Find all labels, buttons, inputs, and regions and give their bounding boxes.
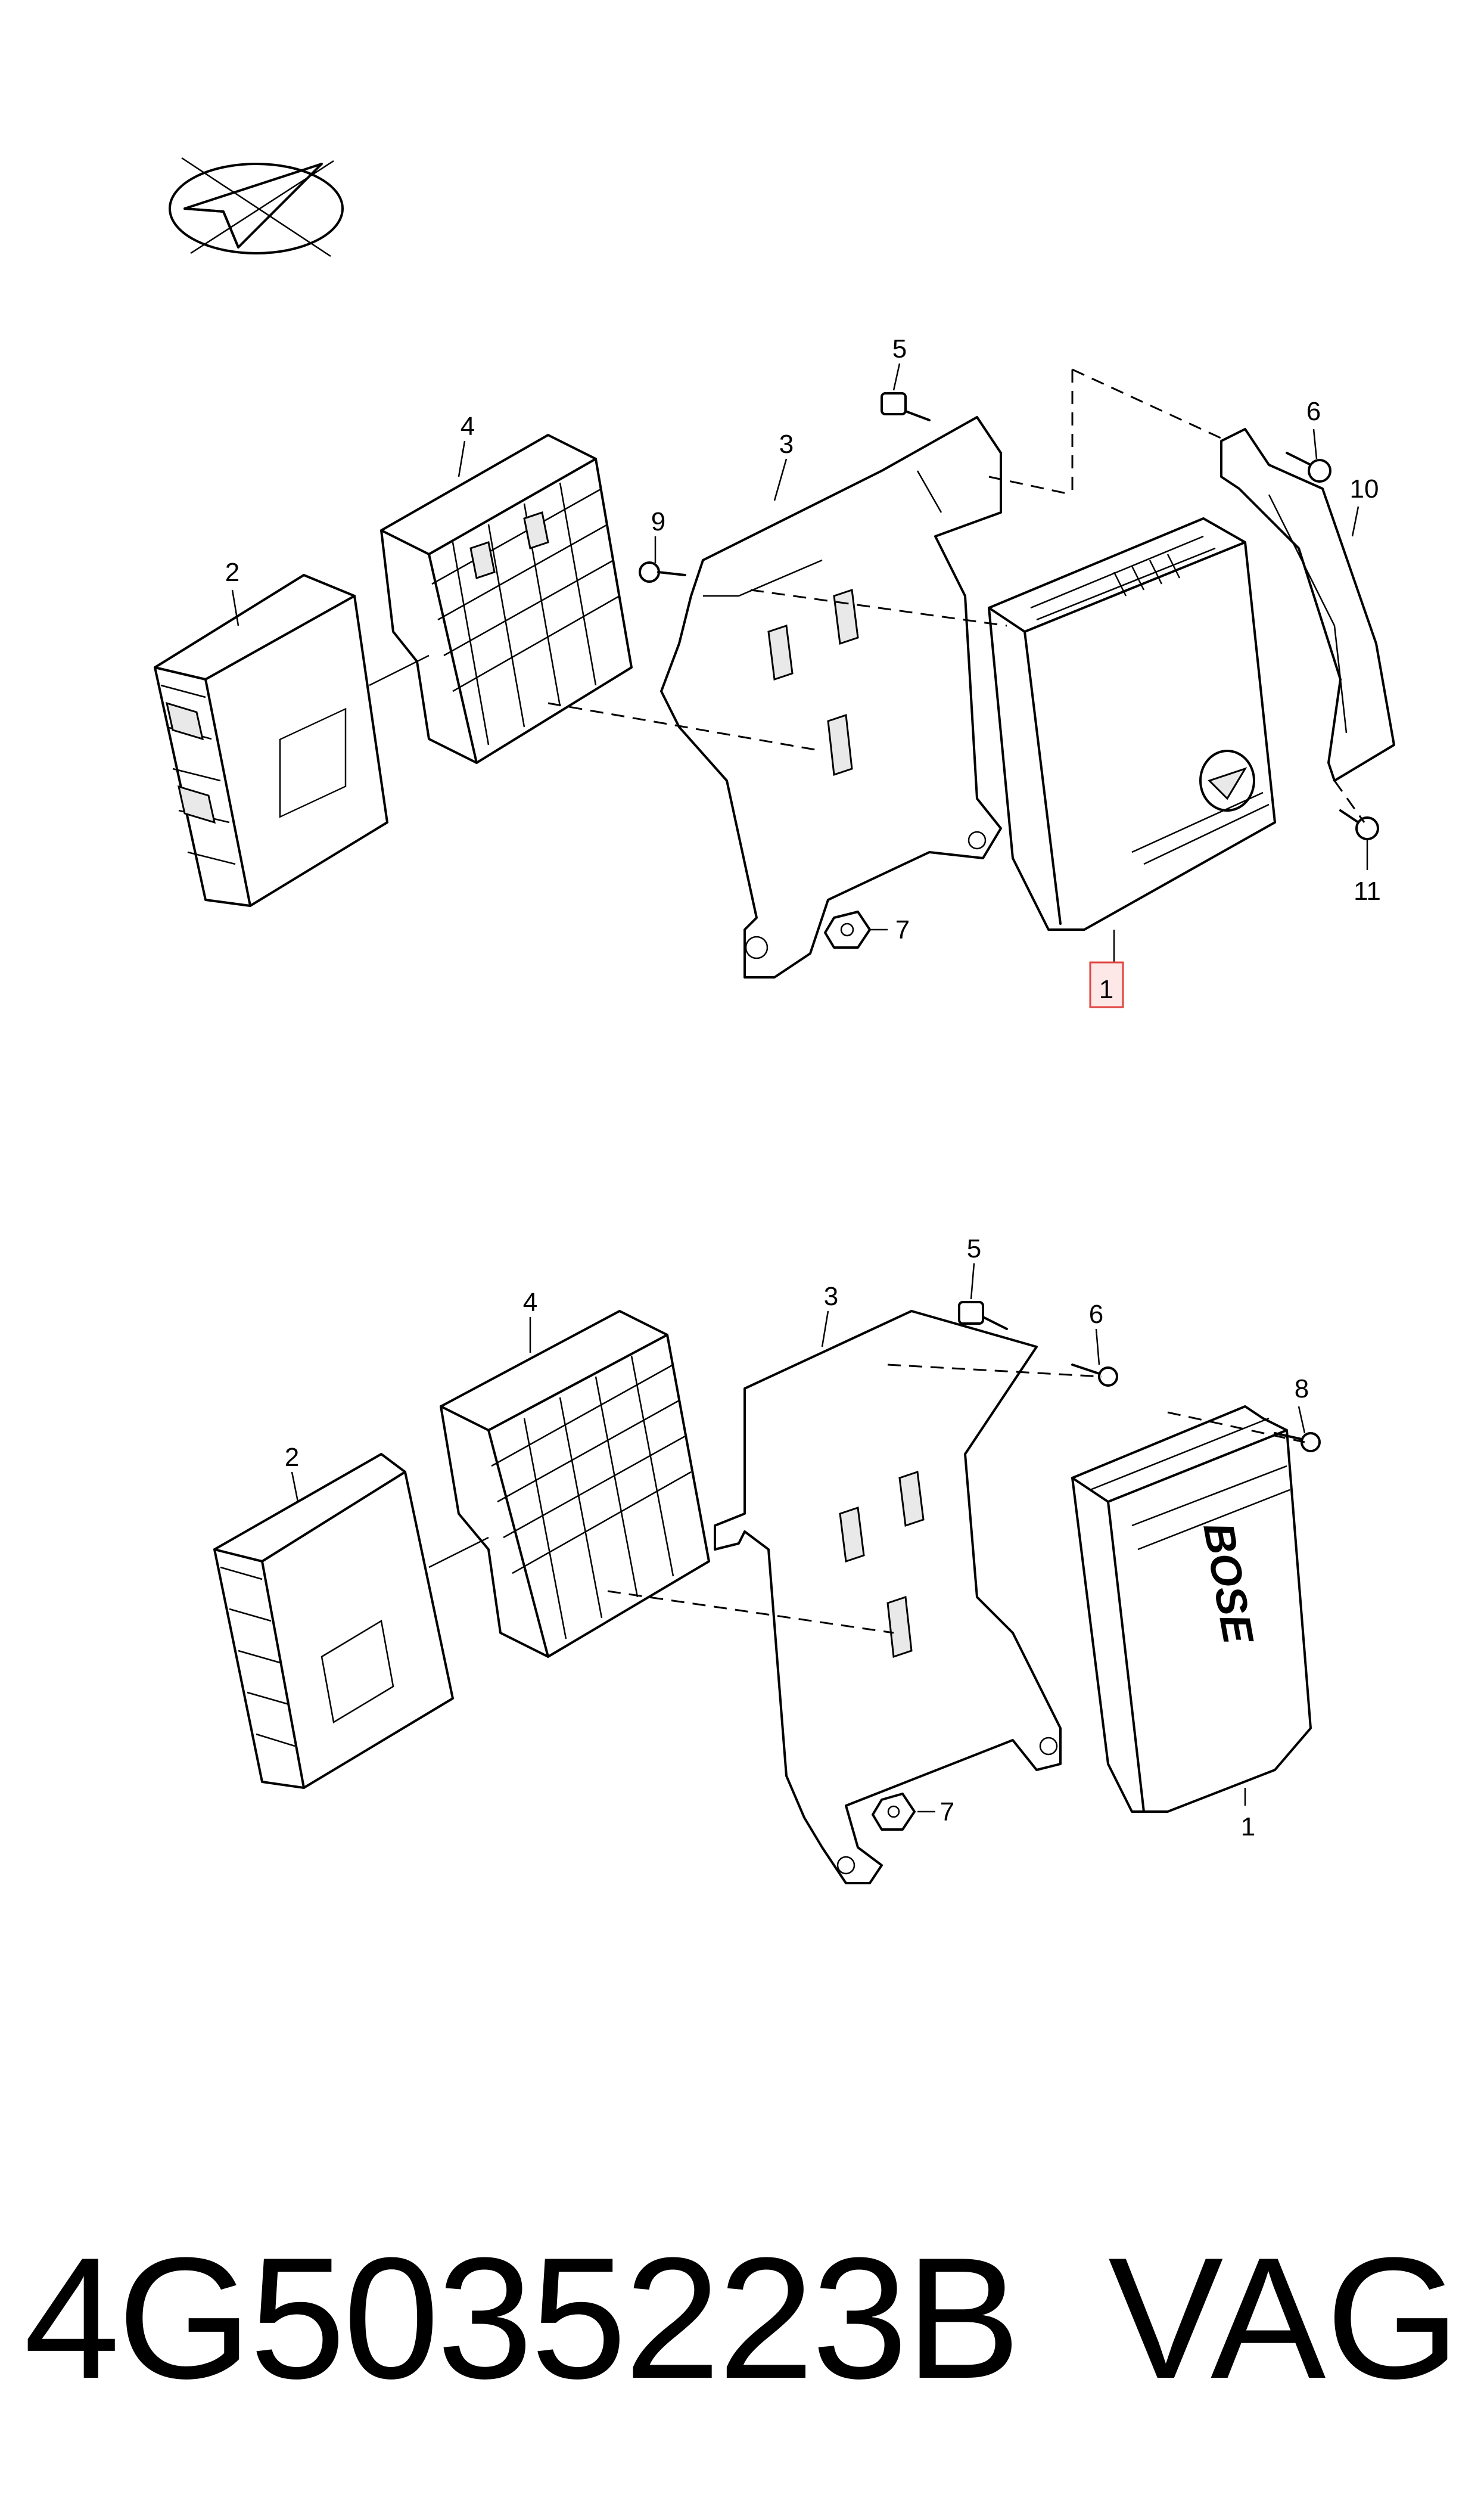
part-4-mounting-frame-bottom: [440, 1310, 710, 1658]
fastener-5-top: [881, 392, 931, 421]
callout-5-top: 5: [892, 334, 907, 364]
callout-1-bottom: 1: [1241, 1812, 1255, 1841]
callout-11-top: 11: [1354, 877, 1381, 906]
callout-2-bottom: 2: [285, 1443, 299, 1472]
brand-name: VAG: [1108, 2222, 1460, 2415]
fastener-8-bottom: [1274, 1432, 1321, 1452]
callout-4-bottom: 4: [523, 1288, 537, 1317]
highlight-box-part-1: [1089, 961, 1124, 1008]
part-3-mounting-plate-bottom: [714, 1310, 1062, 1884]
callout-3-top: 3: [779, 430, 794, 459]
fastener-9-top: [639, 561, 686, 583]
bottom-assembly: BOSE: [213, 1263, 1321, 1884]
callout-2-top: 2: [225, 558, 239, 587]
top-assembly: [154, 363, 1395, 979]
part-number-footer: 4G5035223B VAG: [24, 2223, 1460, 2414]
part-2-control-module: [154, 574, 388, 907]
callout-9-top: 9: [651, 507, 665, 536]
callout-7-bottom: 7: [940, 1797, 954, 1827]
part-2-control-module-bottom: [213, 1453, 454, 1789]
callout-7-top: 7: [895, 915, 910, 945]
part-1-amplifier-module: [988, 517, 1276, 931]
callout-5-bottom: 5: [967, 1234, 981, 1263]
fastener-6-bottom: [1071, 1363, 1118, 1387]
fastener-7-top: [824, 911, 871, 949]
part-1-bose-amplifier: BOSE: [1071, 1405, 1312, 1813]
part-number: 4G5035223B: [24, 2222, 1021, 2415]
callout-10-top: 10: [1350, 474, 1379, 504]
direction-arrow-icon: [169, 157, 344, 257]
fastener-6-top: [1286, 452, 1331, 483]
part-4-mounting-frame: [380, 434, 633, 764]
callout-6-bottom: 6: [1089, 1300, 1103, 1329]
fastener-5-bottom: [958, 1301, 1008, 1330]
callout-6-top: 6: [1306, 397, 1321, 426]
fastener-11-top: [1339, 809, 1379, 840]
callout-3-bottom: 3: [824, 1282, 838, 1311]
callout-1-top: 1: [1099, 975, 1113, 1004]
fastener-7-bottom: [872, 1793, 916, 1831]
part-3-mounting-plate: [660, 416, 1002, 979]
callout-4-top: 4: [461, 412, 475, 441]
callout-8-bottom: 8: [1295, 1374, 1309, 1403]
exploded-parts-diagram: 1 2 3 4 5 6 7 9 10 11: [154, 157, 1395, 1884]
